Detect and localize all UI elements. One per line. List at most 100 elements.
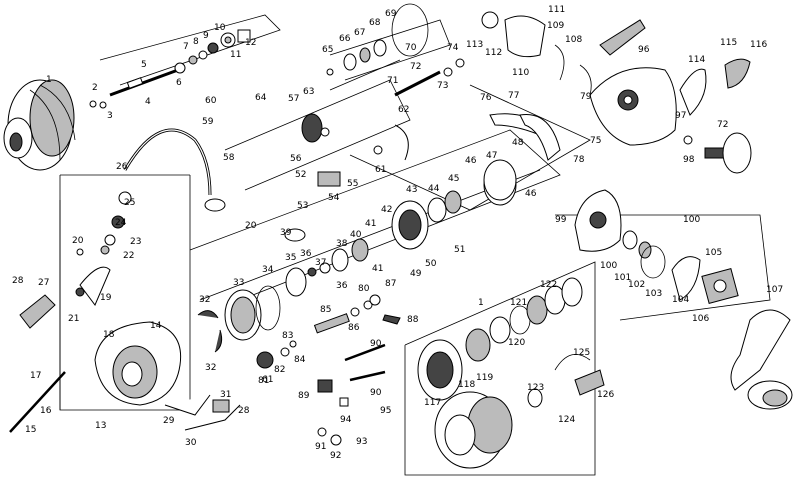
part-number-label: 126 bbox=[597, 390, 614, 400]
body-internal-parts bbox=[301, 3, 465, 187]
part-number-label: 45 bbox=[448, 174, 459, 184]
part-number-label: 4 bbox=[145, 97, 151, 107]
part-number-label: 96 bbox=[638, 45, 650, 55]
part-number-label: 41 bbox=[372, 264, 383, 274]
part-number-label: 16 bbox=[40, 406, 52, 416]
part-number-label: 8 bbox=[193, 37, 199, 47]
part-number-label: 102 bbox=[628, 280, 645, 290]
bail-arm-parts bbox=[75, 191, 132, 306]
spare-spool-inset bbox=[417, 277, 605, 469]
part-number-label: 36 bbox=[300, 249, 312, 259]
part-number-label: 11 bbox=[230, 50, 241, 60]
part-number-label: 123 bbox=[527, 383, 544, 393]
part-number-label: 22 bbox=[123, 251, 134, 261]
part-number-label: 107 bbox=[766, 285, 783, 295]
part-number-label: 42 bbox=[381, 205, 392, 215]
part-number-label: 48 bbox=[512, 138, 524, 148]
reel-body-part bbox=[481, 11, 677, 146]
part-number-label: 122 bbox=[540, 280, 557, 290]
part-number-label: 84 bbox=[294, 355, 306, 365]
part-number-label: 63 bbox=[303, 87, 314, 97]
part-number-label: 113 bbox=[466, 40, 483, 50]
rings-and-clips bbox=[197, 285, 281, 353]
part-number-label: 26 bbox=[116, 162, 128, 172]
part-number-label: 81 bbox=[258, 376, 269, 386]
part-number-label: 38 bbox=[336, 239, 348, 249]
part-number-label: 83 bbox=[282, 331, 293, 341]
part-number-label: 30 bbox=[185, 438, 197, 448]
part-number-label: 37 bbox=[315, 258, 326, 268]
part-number-label: 59 bbox=[202, 117, 214, 127]
part-number-label: 89 bbox=[298, 391, 310, 401]
part-number-label: 72 bbox=[410, 62, 421, 72]
main-shaft-part bbox=[109, 68, 179, 97]
part-number-label: 94 bbox=[340, 415, 352, 425]
part-number-label: 100 bbox=[600, 261, 617, 271]
part-number-label: 114 bbox=[688, 55, 705, 65]
part-number-label: 70 bbox=[405, 43, 417, 53]
part-number-label: 68 bbox=[369, 18, 381, 28]
part-number-label: 103 bbox=[645, 289, 662, 299]
part-number-label: 85 bbox=[320, 305, 331, 315]
part-number-label: 1 bbox=[478, 298, 484, 308]
part-number-label: 79 bbox=[580, 92, 592, 102]
part-number-label: 40 bbox=[350, 230, 362, 240]
part-number-label: 9 bbox=[203, 31, 209, 41]
part-number-label: 74 bbox=[447, 43, 459, 53]
part-number-label: 67 bbox=[354, 28, 365, 38]
part-number-label: 28 bbox=[12, 276, 24, 286]
part-number-label: 72 bbox=[717, 120, 728, 130]
part-number-label: 46 bbox=[525, 189, 537, 199]
crank-handle-part bbox=[730, 309, 793, 410]
part-number-label: 56 bbox=[290, 154, 302, 164]
part-number-label: 5 bbox=[141, 60, 147, 70]
part-number-label: 27 bbox=[38, 278, 49, 288]
part-number-label: 43 bbox=[406, 185, 417, 195]
part-number-label: 76 bbox=[480, 93, 492, 103]
part-number-label: 7 bbox=[183, 42, 189, 52]
part-number-label: 93 bbox=[356, 437, 367, 447]
part-number-label: 58 bbox=[223, 153, 235, 163]
part-number-label: 66 bbox=[339, 34, 351, 44]
part-number-label: 100 bbox=[683, 215, 700, 225]
part-number-label: 57 bbox=[288, 94, 299, 104]
part-number-label: 99 bbox=[555, 215, 567, 225]
part-number-label: 28 bbox=[238, 406, 250, 416]
part-number-label: 121 bbox=[510, 298, 527, 308]
part-number-label: 20 bbox=[72, 236, 84, 246]
part-number-label: 31 bbox=[220, 390, 231, 400]
part-number-label: 29 bbox=[163, 416, 175, 426]
part-number-label: 19 bbox=[100, 293, 112, 303]
part-number-label: 118 bbox=[458, 380, 475, 390]
part-number-label: 61 bbox=[375, 165, 386, 175]
part-number-label: 2 bbox=[92, 83, 98, 93]
drag-washers-top bbox=[89, 29, 251, 109]
oscillation-parts bbox=[317, 343, 386, 446]
part-number-label: 47 bbox=[486, 151, 497, 161]
part-number-label: 1 bbox=[46, 75, 52, 85]
part-number-label: 13 bbox=[95, 421, 106, 431]
part-number-label: 21 bbox=[68, 314, 79, 324]
part-number-label: 69 bbox=[385, 9, 397, 19]
part-number-label: 64 bbox=[255, 93, 267, 103]
bail-wire-part bbox=[123, 128, 212, 196]
part-number-label: 86 bbox=[348, 323, 360, 333]
part-number-label: 125 bbox=[573, 348, 590, 358]
part-number-label: 61 bbox=[262, 375, 273, 385]
part-number-label: 77 bbox=[508, 91, 519, 101]
part-number-label: 10 bbox=[214, 23, 226, 33]
part-number-label: 25 bbox=[124, 198, 135, 208]
part-number-label: 52 bbox=[295, 170, 306, 180]
part-number-label: 106 bbox=[692, 314, 709, 324]
part-number-label: 91 bbox=[315, 442, 326, 452]
part-number-label: 105 bbox=[705, 248, 722, 258]
part-number-label: 33 bbox=[233, 278, 244, 288]
part-number-label: 109 bbox=[547, 21, 564, 31]
part-number-label: 80 bbox=[358, 284, 370, 294]
part-number-label: 23 bbox=[130, 237, 141, 247]
body-cover-parts bbox=[489, 113, 561, 161]
part-number-label: 124 bbox=[558, 415, 575, 425]
part-number-label: 101 bbox=[614, 273, 631, 283]
part-number-label: 117 bbox=[424, 398, 441, 408]
